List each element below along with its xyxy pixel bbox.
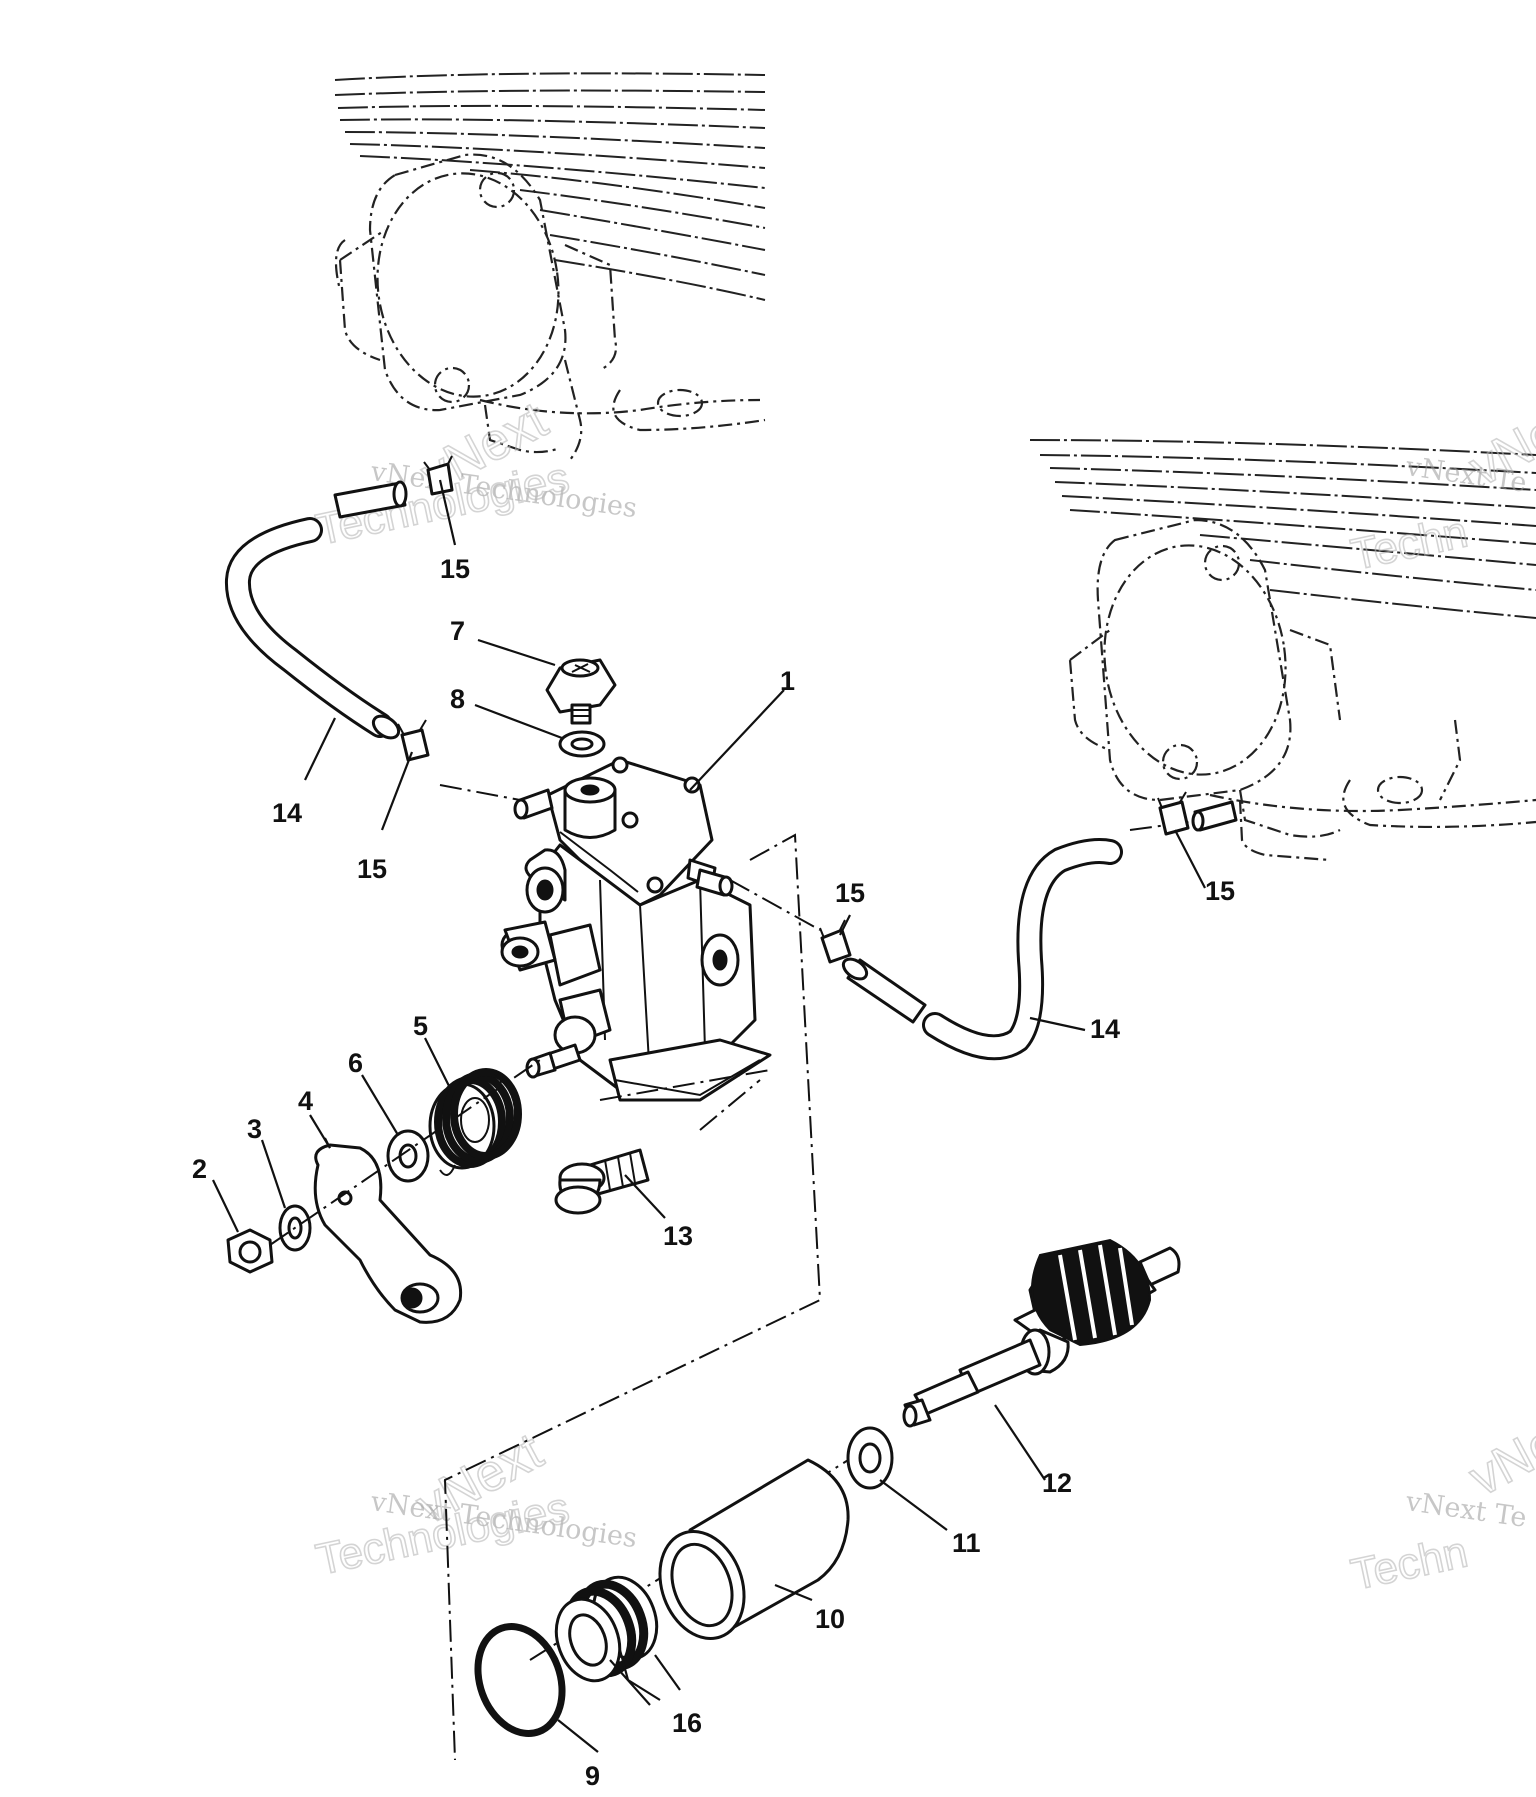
oil-seal — [554, 1575, 659, 1683]
shaft-bushing — [658, 1458, 850, 1640]
control-lever — [313, 1137, 463, 1324]
callout-4: 4 — [298, 1086, 313, 1116]
hose-clamp-left — [397, 719, 430, 762]
callout-16: 16 — [672, 1708, 702, 1738]
callout-15-top: 15 — [440, 554, 470, 584]
callout-12: 12 — [1042, 1468, 1072, 1498]
engine-cylinder-lower — [1029, 439, 1536, 862]
callout-14-left: 14 — [272, 798, 302, 828]
callout-15-left: 15 — [357, 854, 387, 884]
watermark-top-left: vNext vNext Technologies Technologies — [311, 390, 639, 556]
hose-clamp-mid-right — [819, 919, 852, 964]
thrust-washer — [846, 1426, 894, 1490]
return-spring — [428, 1068, 522, 1176]
callout-15-mid-right: 15 — [835, 878, 865, 908]
mounting-screw — [554, 1148, 650, 1215]
callout-5: 5 — [413, 1011, 428, 1041]
engine-cylinder-upper — [334, 72, 766, 461]
lock-nut — [226, 1228, 274, 1274]
hose-clamp-far-right — [1157, 791, 1238, 836]
callout-2: 2 — [192, 1154, 207, 1184]
callout-15-far-right: 15 — [1205, 876, 1235, 906]
hose-clamp-top — [423, 455, 454, 496]
callout-leaders — [212, 479, 1206, 1753]
svg-text:vNe: vNe — [1460, 1413, 1536, 1508]
svg-text:Techn: Techn — [1347, 1527, 1472, 1599]
watermark-bottom-right: vNe vNext Te Techn — [1346, 1412, 1536, 1600]
callout-14-right: 14 — [1090, 1014, 1120, 1044]
oil-pump-body — [500, 756, 772, 1102]
flat-washer — [386, 1129, 430, 1183]
oil-hose-left — [224, 480, 408, 740]
banjo-bolt — [545, 658, 617, 725]
callout-11: 11 — [952, 1528, 981, 1558]
svg-text:Techn: Techn — [1347, 507, 1472, 579]
watermark-top-right: vNe vNext Te Techn — [1346, 402, 1536, 580]
callout-7: 7 — [450, 616, 465, 646]
callout-8: 8 — [450, 684, 465, 714]
callout-6: 6 — [348, 1048, 363, 1078]
callout-13: 13 — [663, 1221, 693, 1251]
callout-9: 9 — [585, 1761, 600, 1791]
callout-10: 10 — [815, 1604, 845, 1634]
o-ring — [474, 1623, 566, 1737]
drive-gear-shaft — [902, 1238, 1181, 1428]
callout-labels: 1 2 3 4 5 6 7 8 9 10 11 12 13 14 14 15 1… — [192, 554, 1235, 1791]
oil-hose-right — [841, 838, 1123, 1061]
watermark-bottom-left: vNext vNext Technologies Technologies — [311, 1421, 639, 1585]
sealing-washer — [558, 730, 606, 758]
callout-1: 1 — [780, 666, 795, 696]
callout-3: 3 — [247, 1114, 262, 1144]
